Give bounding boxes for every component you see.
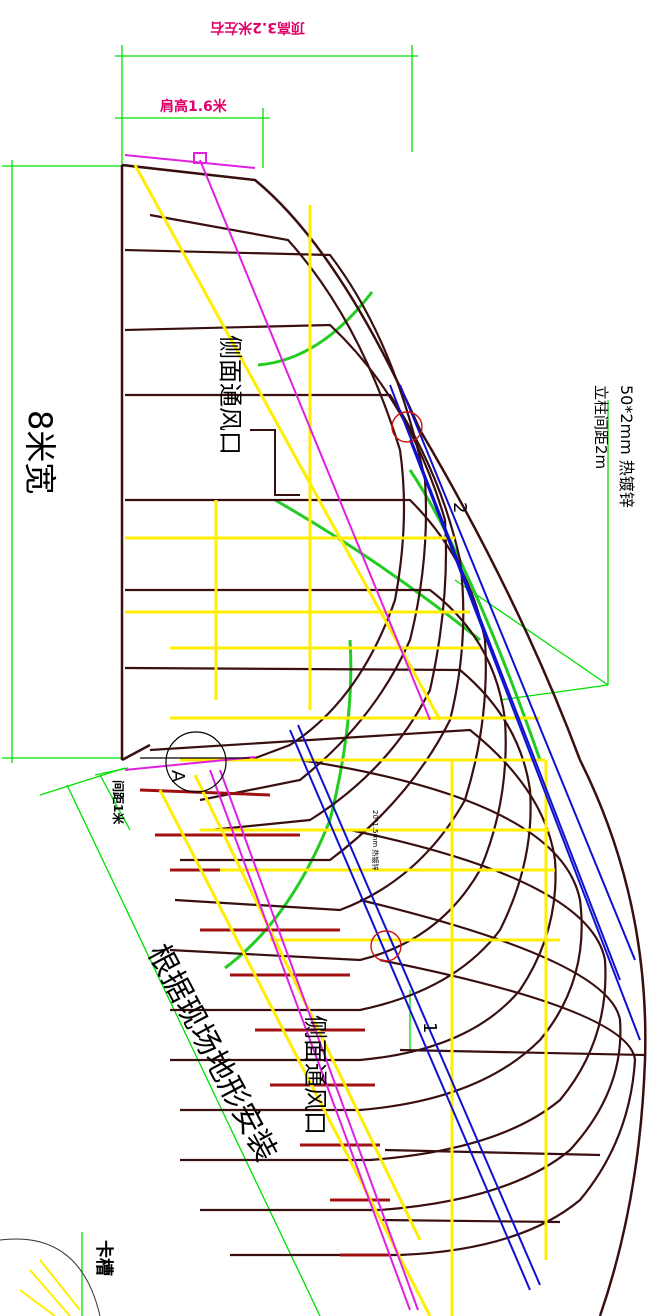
vent-lower-label: 侧面通风口 [301, 1015, 329, 1135]
yellow-members [125, 164, 560, 1316]
card-slot-detail [0, 1238, 101, 1316]
red-circles [370, 411, 423, 962]
card-slot-label: 卡槽 [93, 1240, 114, 1276]
pipe-spec-label: 50*2mm 热镀锌 [617, 385, 636, 508]
outer-arch [120, 163, 647, 1316]
vent-upper-label: 侧面通风口 [216, 335, 244, 455]
spacing-label: 间距1米 [111, 780, 125, 825]
section-mark-label: A [167, 770, 188, 783]
small-pipe-label: 20*1.5mm 热镀锌 [371, 810, 379, 871]
blue-lines [289, 384, 641, 1291]
shoulder-height-label: 肩高1.6米 [160, 99, 227, 115]
magenta-lines [124, 152, 431, 1311]
door-frame [250, 429, 300, 496]
inner-arches [124, 213, 646, 1257]
section-symbol [140, 731, 250, 793]
dimension-lines [2, 45, 609, 1316]
width-label: 8米宽 [21, 410, 59, 495]
marker-1: 1 [419, 1022, 440, 1034]
top-height-label: 顶高3.2米左右 [210, 19, 305, 35]
marker-2: 2 [449, 502, 470, 514]
post-spacing-label: 立柱间距2m [592, 385, 610, 470]
